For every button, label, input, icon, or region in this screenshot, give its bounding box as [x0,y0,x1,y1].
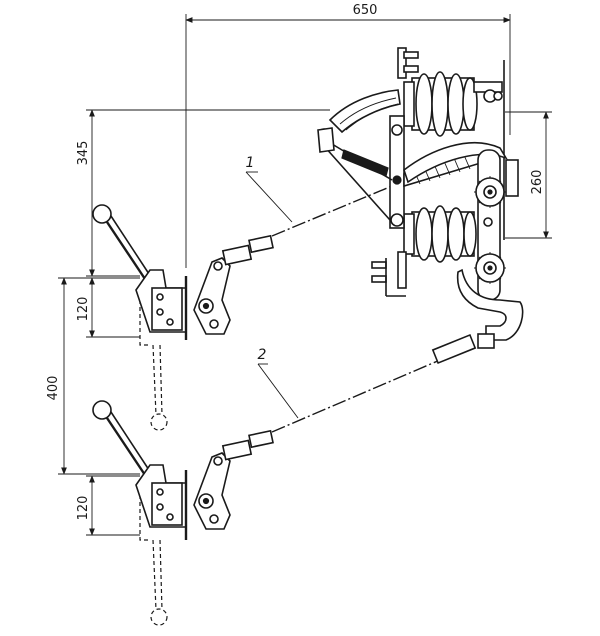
callout-label-1: 1 [246,155,255,171]
lower-linkage [456,268,524,341]
dimension-height-insulator: 260 [505,111,552,239]
manual-drive-upper [92,204,274,431]
upper-insulator [403,71,478,137]
dimension-height-upper: 345 [76,109,330,277]
gear-upper [474,176,506,208]
connecting-rod-2 [271,359,441,433]
disconnector-assembly [317,47,524,349]
dimension-label-345: 345 [76,141,91,166]
dimension-drive-height-upper: 120 [76,277,140,338]
arc-chute [328,89,401,134]
dimension-drive-height-lower: 120 [76,475,140,536]
manual-drive-lower [92,400,274,626]
callout-2: 2 [258,347,299,419]
dimension-label-120-upper: 120 [76,297,91,322]
connecting-rod-1 [271,185,393,237]
dimension-label-400: 400 [46,376,61,401]
dimension-label-260: 260 [530,170,545,195]
dimension-drive-spacing: 400 [46,277,140,475]
dimension-label-120-lower: 120 [76,496,91,521]
lower-terminal [397,251,407,289]
rod-2-coupling [431,333,477,365]
lower-insulator [403,205,477,263]
dimension-label-650: 650 [353,3,378,18]
upper-terminal [397,47,407,79]
lever-knob-upper [92,204,112,224]
lever-knob-lower [92,400,112,420]
side-bracket [505,159,519,197]
callout-label-2: 2 [258,347,267,363]
gear-lower [474,252,506,284]
callout-1: 1 [246,155,293,223]
dimension-width-top: 650 [185,3,511,268]
